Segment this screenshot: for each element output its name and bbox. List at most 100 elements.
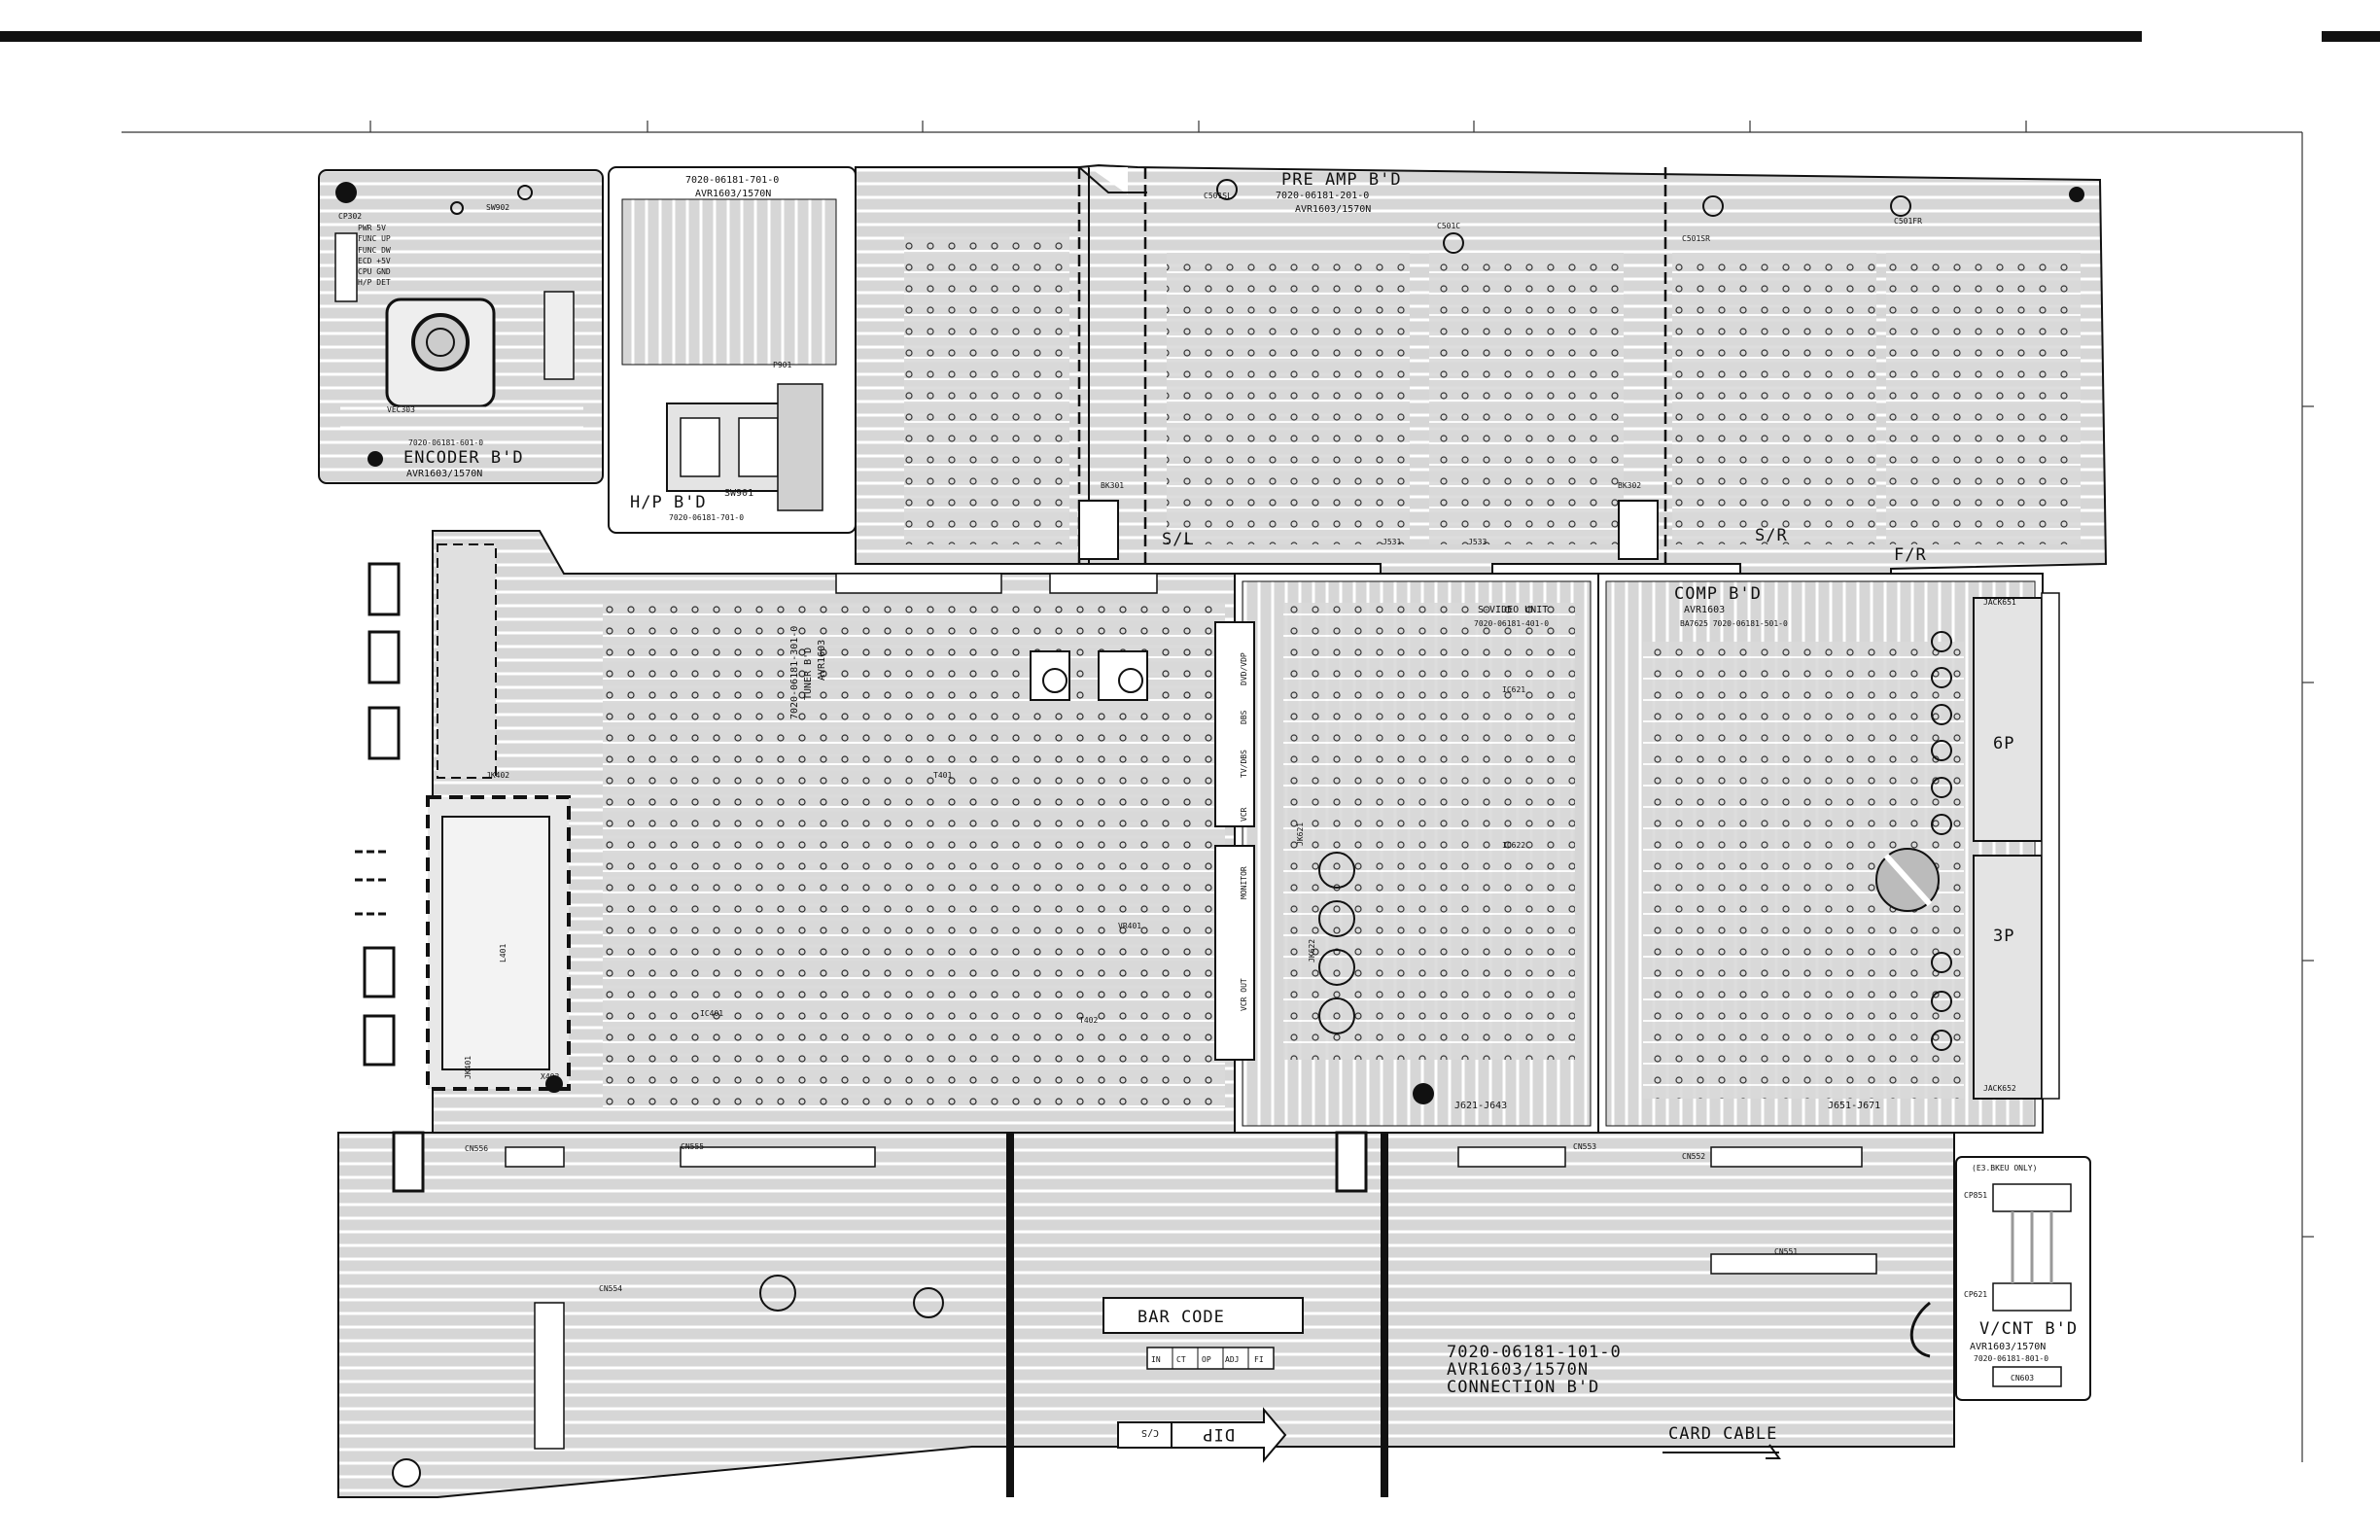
encoder-part-cp302: CP302 [338, 212, 362, 221]
comp-part-jack652: JACK652 [1983, 1084, 2016, 1093]
tuner-part-t402: T402 [1079, 1016, 1098, 1025]
preamp-part-c501fr: C501FR [1894, 217, 1922, 226]
tuner-part-l401: L401 [499, 944, 508, 962]
svideo-label-dvd: DVD/VDP [1240, 652, 1248, 685]
preamp-section-fr: F/R [1894, 545, 1927, 565]
cs-label: C/S [1141, 1427, 1159, 1438]
preamp-board [855, 163, 2108, 580]
headphone-board [608, 166, 915, 534]
svideo-label-dbs: DBS [1240, 710, 1248, 724]
tuner-part-x402: X402 [541, 1072, 559, 1081]
preamp-section-sl: S/L [1162, 530, 1195, 549]
bar-code-cell-in: IN [1151, 1355, 1161, 1364]
connection-part-cn556: CN556 [465, 1144, 488, 1153]
connection-part-cn554: CN554 [599, 1284, 622, 1293]
tuner-name: TUNER B'D [803, 648, 814, 700]
comp-part-6p: 6P [1993, 734, 2014, 753]
hp-model: AVR1603/1570N [695, 189, 771, 199]
preamp-name: PRE AMP B'D [1281, 170, 1402, 190]
encoder-part-vec303: VEC303 [387, 405, 415, 414]
vcnt-code: 7020-06181-801-0 [1974, 1354, 2048, 1363]
hp-code: 7020-06181-701-0 [685, 175, 779, 186]
hp-part-p901: P901 [773, 361, 791, 369]
encoder-board [318, 169, 604, 484]
comp-range: J651-J671 [1828, 1101, 1880, 1111]
svideo-label-monitor: MONITOR [1240, 866, 1248, 899]
connection-model: AVR1603/1570N [1447, 1360, 1589, 1380]
encoder-part-funcup: FUNC UP [358, 234, 391, 243]
vcnt-model: AVR1603/1570N [1970, 1342, 2046, 1352]
connection-name: CONNECTION B'D [1447, 1378, 1599, 1397]
sheet-grid [122, 121, 2314, 1462]
tuner-part-vr401: VR401 [1118, 922, 1141, 930]
hp-name: H/P B'D [630, 493, 707, 512]
preamp-section-sr: S/R [1755, 526, 1788, 545]
vcnt-note: (E3.BKEU ONLY) [1972, 1164, 2037, 1172]
bar-code-cell-fi: FI [1254, 1355, 1264, 1364]
connection-part-cn555: CN555 [681, 1142, 704, 1151]
hp-code-bottom: 7020-06181-701-0 [669, 513, 744, 522]
connection-part-cn553: CN553 [1573, 1142, 1596, 1151]
encoder-part-pwr5v: PWR 5V [358, 224, 386, 232]
comp-part-jack651: JACK651 [1983, 598, 2016, 607]
comp-name: COMP B'D [1674, 584, 1762, 604]
preamp-part-j533: J533 [1468, 538, 1487, 546]
tuner-code: 7020-06181-301-0 [789, 626, 800, 719]
preamp-part-bk301: BK301 [1101, 481, 1124, 490]
tuner-board [355, 530, 1236, 1134]
dip-arrow [1117, 1407, 1287, 1463]
preamp-part-c501c: C501C [1437, 222, 1460, 230]
encoder-model: AVR1603/1570N [406, 469, 482, 479]
comp-code: BA7625 7020-06181-501-0 [1680, 619, 1788, 628]
preamp-part-c501sr: C501SR [1682, 234, 1710, 243]
header-rule-right [2322, 31, 2380, 42]
bar-code-cell-ct: CT [1176, 1355, 1186, 1364]
vcnt-name: V/CNT B'D [1979, 1319, 2078, 1339]
svideo-name: S-VIDEO UNIT [1478, 605, 1548, 615]
svideo-range: J621-J643 [1454, 1101, 1507, 1111]
comp-board [1597, 573, 2060, 1134]
encoder-name: ENCODER B'D [403, 448, 524, 468]
encoder-part-ecd: ECD +5V [358, 257, 391, 265]
bar-code-cells [1146, 1347, 1275, 1370]
encoder-code: 7020-06181-601-0 [408, 438, 483, 447]
connection-code: 7020-06181-101-0 [1447, 1343, 1622, 1362]
preamp-part-c501sl: C501SL [1204, 192, 1232, 200]
preamp-part-bk302: BK302 [1618, 481, 1641, 490]
vcnt-part-cp851: CP851 [1964, 1191, 1987, 1200]
hp-part-sw901: SW901 [724, 488, 753, 499]
labels: CP302 PWR 5V FUNC UP FUNC DW ECD +5V CPU… [338, 170, 2078, 1444]
svideo-label-vcr: VCR [1240, 807, 1248, 822]
vcnt-board [1909, 1156, 2091, 1401]
svideo-part-ic622: IC622 [1502, 841, 1525, 850]
comp-model: AVR1603 [1684, 605, 1725, 615]
bar-code-cell-op: OP [1202, 1355, 1211, 1364]
tuner-model: AVR1603 [817, 640, 827, 681]
encoder-part-hpdet: H/P DET [358, 278, 391, 287]
preamp-model: AVR1603/1570N [1295, 204, 1371, 215]
svideo-code: 7020-06181-401-0 [1474, 619, 1549, 628]
bar-code-cell-adj: ADJ [1225, 1355, 1239, 1364]
svideo-part-jk621: JK621 [1296, 822, 1305, 846]
encoder-part-sw902: SW902 [486, 203, 509, 212]
tuner-part-jk401: JK401 [464, 1056, 472, 1079]
svideo-label-vcrout: VCR OUT [1240, 978, 1248, 1011]
bar-code-title: BAR CODE [1138, 1308, 1225, 1327]
connection-board [337, 1131, 1955, 1498]
preamp-code: 7020-06181-201-0 [1276, 191, 1369, 201]
encoder-part-funcdw: FUNC DW [358, 246, 391, 255]
vcnt-part-cp621: CP621 [1964, 1290, 1987, 1299]
card-cable-label: CARD CABLE [1668, 1424, 1777, 1444]
comp-part-3p: 3P [1993, 927, 2014, 946]
svideo-part-jk622: JK622 [1308, 939, 1316, 962]
svideo-part-ic621: IC621 [1502, 685, 1525, 694]
connection-part-cn552: CN552 [1682, 1152, 1705, 1161]
tuner-part-ic401: IC401 [700, 1009, 723, 1018]
svideo-board [1214, 573, 1599, 1134]
bar-code-box [1102, 1297, 1304, 1334]
tuner-part-t401: T401 [933, 771, 952, 780]
preamp-part-j531: J531 [1382, 538, 1401, 546]
connection-part-cn551: CN551 [1774, 1247, 1798, 1256]
header-rule [0, 31, 2142, 42]
